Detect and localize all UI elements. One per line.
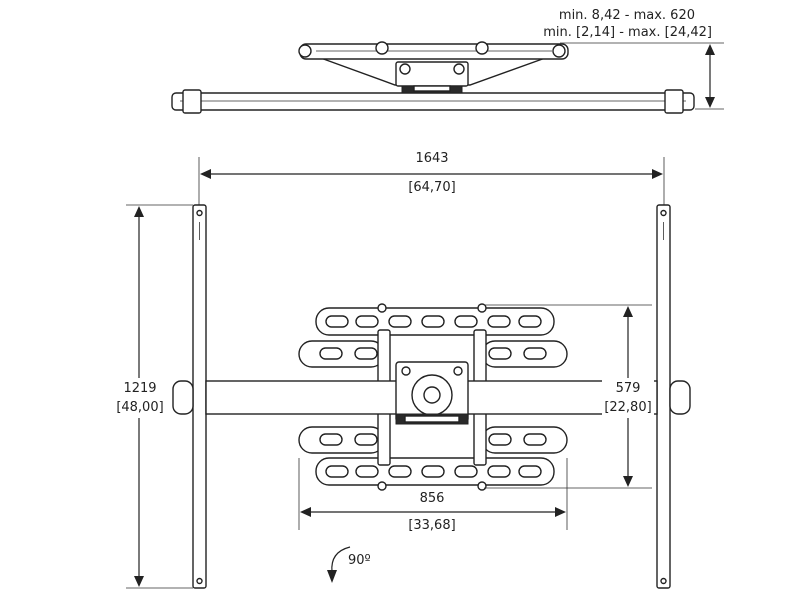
top-view-right-cap (664, 89, 684, 114)
rotation-arrow-icon (327, 546, 351, 583)
top-view-bolt (475, 41, 489, 55)
width-metric-label: 1643 (415, 151, 448, 166)
lower-plate-bars (298, 426, 568, 491)
rotation-label: 90º (348, 553, 371, 568)
top-view (171, 41, 724, 114)
upper-plate-bars (298, 303, 568, 368)
top-view-left-cap (182, 89, 202, 114)
left-rail (192, 204, 207, 589)
plate-width-dimension (298, 458, 568, 530)
top-view-bolt (298, 44, 312, 58)
top-view-plate-bar (299, 43, 569, 60)
width-dimension (198, 157, 665, 205)
top-view-tube (171, 92, 695, 111)
depth-metric-label: min. 8,42 - max. 620 (559, 8, 695, 23)
plate-height-imperial-label: [22,80] (604, 400, 651, 415)
top-view-bolt (375, 41, 389, 55)
depth-imperial-label: min. [2,14] - max. [24,42] (543, 25, 712, 40)
height-imperial-label: [48,00] (116, 400, 163, 415)
plate-height-metric-label: 579 (616, 381, 641, 396)
plate-width-metric-label: 856 (420, 491, 445, 506)
plate-width-imperial-label: [33,68] (408, 518, 455, 533)
top-view-bolt (552, 44, 566, 58)
right-rail (656, 204, 671, 589)
front-view-center-mount (395, 361, 469, 425)
height-metric-label: 1219 (123, 381, 156, 396)
width-imperial-label: [64,70] (408, 180, 455, 195)
